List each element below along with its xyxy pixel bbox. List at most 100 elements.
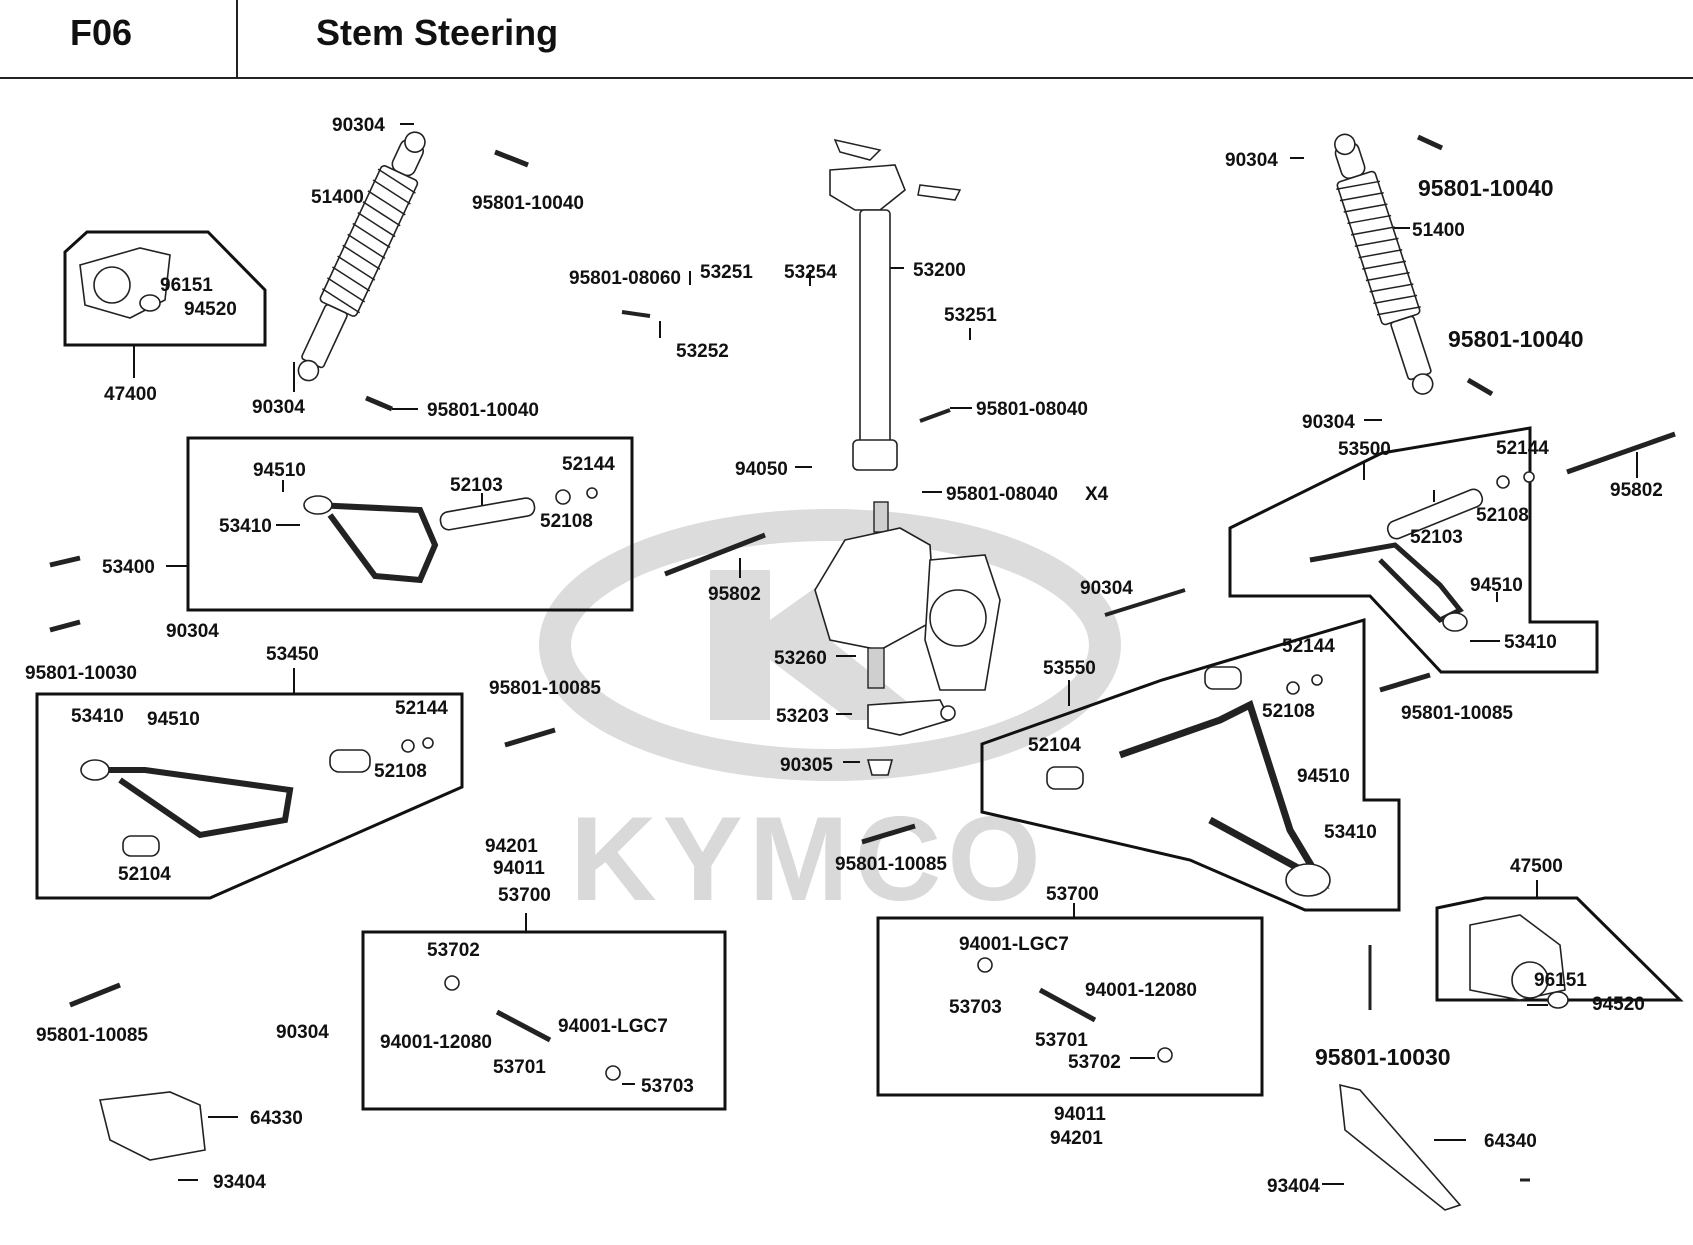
label-53702: 53702 — [1068, 1052, 1121, 1073]
label-94201: 94201 — [485, 836, 538, 857]
box-53400 — [186, 436, 634, 612]
label-52104: 52104 — [118, 864, 171, 885]
label-47500: 47500 — [1510, 856, 1563, 877]
label-96151: 96151 — [1534, 970, 1587, 991]
box-53700-left — [361, 930, 727, 1111]
label-52104: 52104 — [1028, 735, 1081, 756]
label-95801-10040: 95801-10040 — [427, 400, 539, 421]
label-53701: 53701 — [493, 1057, 546, 1078]
label-52108: 52108 — [540, 511, 593, 532]
section-code: F06 — [70, 12, 133, 53]
label-96151: 96151 — [160, 275, 213, 296]
bolts — [49, 134, 1676, 1182]
label-90304: 90304 — [166, 621, 219, 642]
label-53251: 53251 — [700, 262, 753, 283]
shock-absorber-left — [297, 131, 426, 382]
label-53703: 53703 — [949, 997, 1002, 1018]
label-53500: 53500 — [1338, 439, 1391, 460]
box-53700-right — [876, 916, 1264, 1097]
label-90305: 90305 — [780, 755, 833, 776]
section-title: Stem Steering — [316, 12, 559, 53]
skid-plate-right — [1339, 1083, 1462, 1211]
a-arm-upper-left — [303, 487, 598, 584]
label-94050: 94050 — [735, 459, 788, 480]
skid-plate-left — [99, 1091, 206, 1161]
label-94001-12080: 94001-12080 — [1085, 980, 1197, 1001]
label-52108: 52108 — [1476, 505, 1529, 526]
label-53450: 53450 — [266, 644, 319, 665]
label-90304: 90304 — [1302, 412, 1355, 433]
label-53260: 53260 — [774, 648, 827, 669]
label-52108: 52108 — [374, 761, 427, 782]
watermark-text: KYMCO — [570, 792, 1047, 926]
label-64340: 64340 — [1484, 1131, 1537, 1152]
label-94001-lgc7: 94001-LGC7 — [558, 1016, 668, 1037]
label-95801-10030: 95801-10030 — [1315, 1044, 1451, 1070]
label-95801-10085: 95801-10085 — [1401, 703, 1513, 724]
label-53410: 53410 — [1504, 632, 1557, 653]
header-divider — [236, 0, 238, 78]
label-94510: 94510 — [253, 460, 306, 481]
a-arm-lower-right — [1046, 666, 1331, 897]
label-53410: 53410 — [71, 706, 124, 727]
label-94011: 94011 — [493, 858, 545, 879]
label-95801-10040: 95801-10040 — [472, 193, 584, 214]
label-90304: 90304 — [1080, 578, 1133, 599]
label-53703: 53703 — [641, 1076, 694, 1097]
label-53410: 53410 — [219, 516, 272, 537]
label-52103: 52103 — [450, 475, 503, 496]
label-95801-08060: 95801-08060 — [569, 268, 681, 289]
label-52144: 52144 — [1496, 438, 1549, 459]
shock-absorber-right — [1334, 133, 1434, 395]
label-53700: 53700 — [498, 885, 551, 906]
box-47400 — [63, 230, 267, 347]
knuckle-left — [79, 247, 171, 319]
label-52144: 52144 — [395, 698, 448, 719]
callout-labels: 90304 95801-10040 51400 96151 94520 4740… — [25, 115, 1663, 1197]
label-93404: 93404 — [213, 1172, 266, 1193]
tie-rod-left — [444, 975, 621, 1081]
label-53700: 53700 — [1046, 884, 1099, 905]
label-95801-10040: 95801-10040 — [1418, 175, 1554, 201]
label-51400: 51400 — [1412, 220, 1465, 241]
label-94520: 94520 — [1592, 994, 1645, 1015]
label-47400: 47400 — [104, 384, 157, 405]
label-51400: 51400 — [311, 187, 364, 208]
label-95801-10030: 95801-10030 — [25, 663, 137, 684]
label-94510: 94510 — [147, 709, 200, 730]
label-94201: 94201 — [1050, 1128, 1103, 1149]
page-header: F06 Stem Steering — [0, 0, 1693, 79]
label-53200: 53200 — [913, 260, 966, 281]
label-95801-10085: 95801-10085 — [835, 854, 947, 875]
label-94001-12080: 94001-12080 — [380, 1032, 492, 1053]
label-95801-08040: 95801-08040 — [946, 484, 1058, 505]
label-53702: 53702 — [427, 940, 480, 961]
knuckle-right — [1469, 914, 1569, 1009]
label-64330: 64330 — [250, 1108, 303, 1129]
label-53203: 53203 — [776, 706, 829, 727]
label-53251: 53251 — [944, 305, 997, 326]
label-95802: 95802 — [708, 584, 761, 605]
label-95801-08040: 95801-08040 — [976, 399, 1088, 420]
label-53254: 53254 — [784, 262, 837, 283]
label-95801-10040: 95801-10040 — [1448, 326, 1584, 352]
label-94011: 94011 — [1054, 1104, 1106, 1125]
label-95801-10085: 95801-10085 — [36, 1025, 148, 1046]
label-53400: 53400 — [102, 557, 155, 578]
label-94510: 94510 — [1470, 575, 1523, 596]
box-53450 — [35, 692, 464, 900]
label-90304: 90304 — [1225, 150, 1278, 171]
label-52144: 52144 — [562, 454, 615, 475]
box-53500 — [1228, 426, 1599, 674]
label-53410: 53410 — [1324, 822, 1377, 843]
label-x4: X4 — [1085, 484, 1109, 505]
a-arm-lower-left — [80, 737, 434, 857]
pitman-arm — [866, 699, 956, 776]
label-90304: 90304 — [276, 1022, 329, 1043]
label-53252: 53252 — [676, 341, 729, 362]
steering-gearbox — [814, 501, 1001, 691]
label-52103: 52103 — [1410, 527, 1463, 548]
label-90304: 90304 — [252, 397, 305, 418]
box-47500 — [1435, 896, 1684, 1002]
